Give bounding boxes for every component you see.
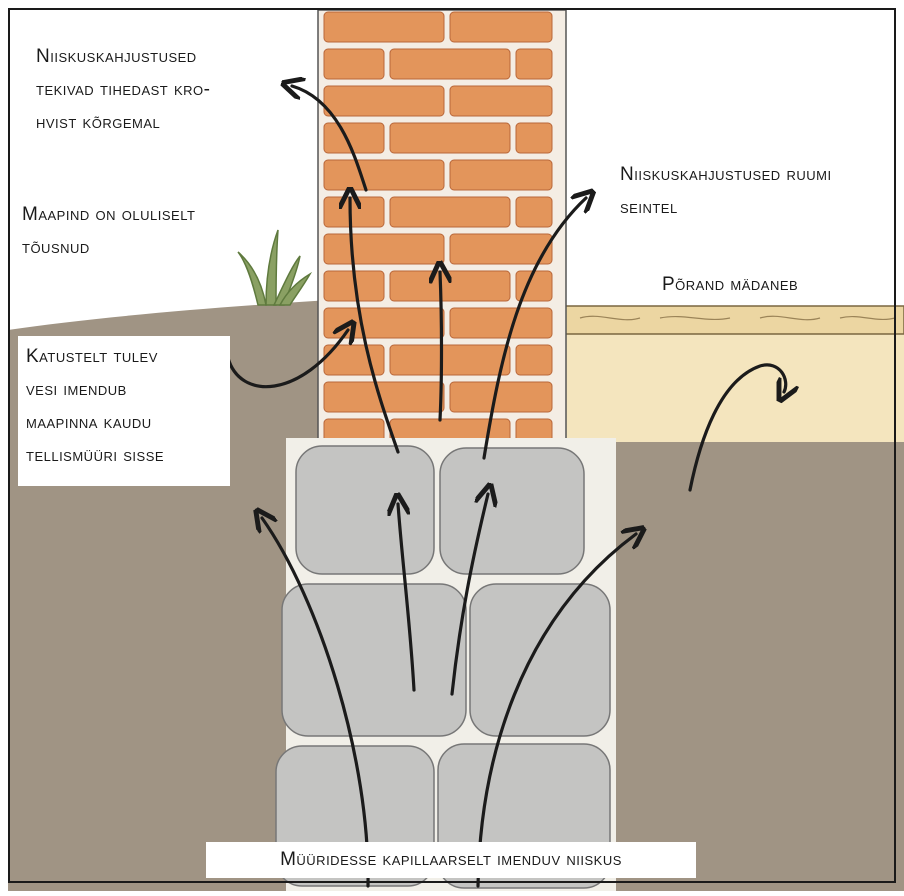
foundation-stone (296, 446, 434, 574)
brick (324, 160, 444, 190)
brick (450, 308, 552, 338)
brick (390, 123, 510, 153)
brick (450, 234, 552, 264)
moisture-arrow (440, 272, 442, 420)
brick (324, 123, 384, 153)
label-plaster-damage: Niiskuskahjustused tekivad tihedast kro-… (36, 40, 211, 139)
brick (450, 12, 552, 42)
brick (324, 49, 384, 79)
brick (390, 197, 510, 227)
brick (324, 12, 444, 42)
label-floor-rots: Põrand mädaneb (662, 268, 798, 301)
label-wall-damage: Niiskuskahjustused ruumi seintel (620, 158, 832, 224)
foundation-stone (440, 448, 584, 574)
brick (516, 123, 552, 153)
floor-boards (556, 306, 904, 334)
brick (516, 345, 552, 375)
brick (390, 345, 510, 375)
brick (516, 49, 552, 79)
label-capillary: Müüridesse kapillaarselt imenduv niiskus (206, 842, 696, 878)
brick (450, 382, 552, 412)
brick (324, 197, 384, 227)
brick (450, 160, 552, 190)
brick (324, 86, 444, 116)
label-ground-raised: Maapind on oluliselt tõusnud (22, 198, 195, 264)
brick (450, 86, 552, 116)
brick (324, 234, 444, 264)
brick (516, 197, 552, 227)
brick (324, 308, 444, 338)
label-roof-water: Katustelt tulev vesi imendub maapinna ka… (18, 336, 230, 486)
foundation-stone (470, 584, 610, 736)
brick (390, 49, 510, 79)
stone-foundation (276, 438, 616, 891)
brick (390, 271, 510, 301)
